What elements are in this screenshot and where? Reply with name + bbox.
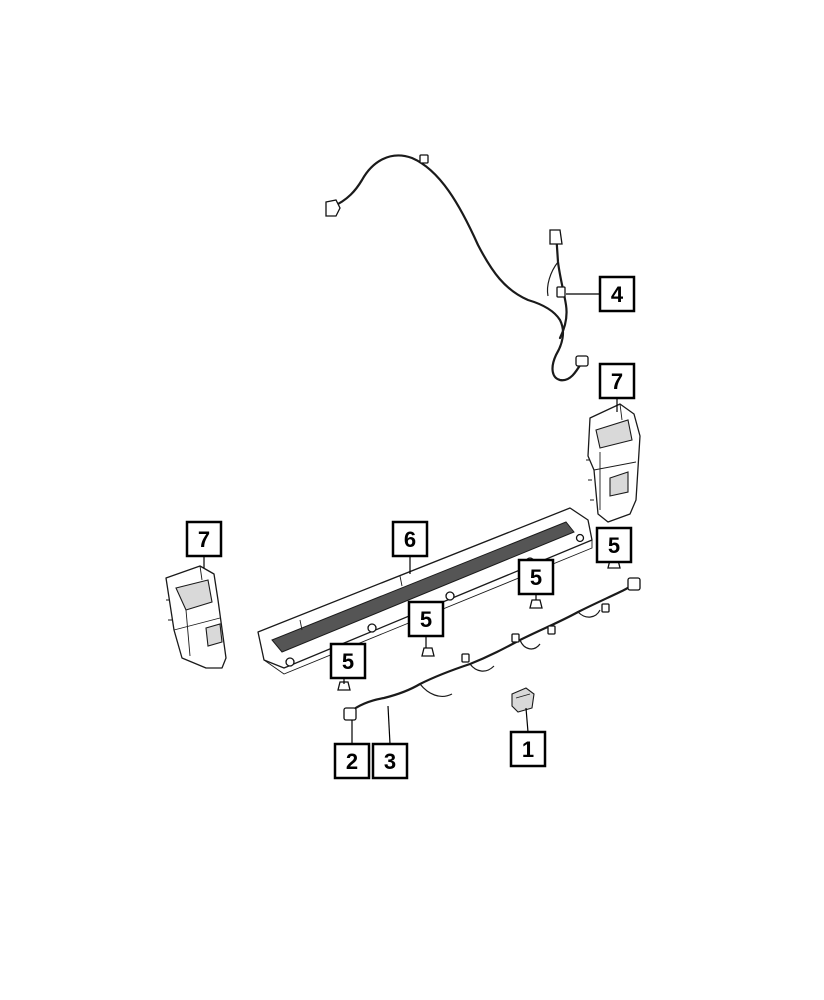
callout-1-label: 1 — [522, 737, 534, 762]
callout-7-left[interactable]: 7 — [185, 520, 223, 558]
callout-2[interactable]: 2 — [333, 742, 371, 780]
callout-5-left[interactable]: 5 — [329, 642, 367, 680]
callout-2-label: 2 — [346, 749, 358, 774]
lower-wiring-harness — [343, 577, 641, 721]
callout-5-left-label: 5 — [342, 649, 354, 674]
upper-wiring-harness — [325, 154, 589, 382]
callout-7-right[interactable]: 7 — [598, 362, 636, 400]
callout-5-middle-right-label: 5 — [530, 565, 542, 590]
callout-3[interactable]: 3 — [371, 742, 409, 780]
callout-7-left-label: 7 — [198, 527, 210, 552]
callout-5-middle-left-label: 5 — [420, 607, 432, 632]
sensor-module — [511, 687, 535, 713]
callout-6-label: 6 — [404, 527, 416, 552]
right-end-cap — [586, 403, 641, 523]
callout-5-middle-left[interactable]: 5 — [407, 600, 445, 638]
callout-4[interactable]: 4 — [598, 275, 636, 313]
callout-4-label: 4 — [611, 282, 624, 307]
callout-5-right[interactable]: 5 — [595, 526, 633, 564]
callout-6[interactable]: 6 — [391, 520, 429, 558]
callout-1[interactable]: 1 — [509, 730, 547, 768]
callout-5-right-label: 5 — [608, 533, 620, 558]
callout-3-label: 3 — [384, 749, 396, 774]
callout-5-middle-right[interactable]: 5 — [517, 558, 555, 596]
callout-7-right-label: 7 — [611, 369, 623, 394]
left-end-cap — [165, 565, 227, 669]
